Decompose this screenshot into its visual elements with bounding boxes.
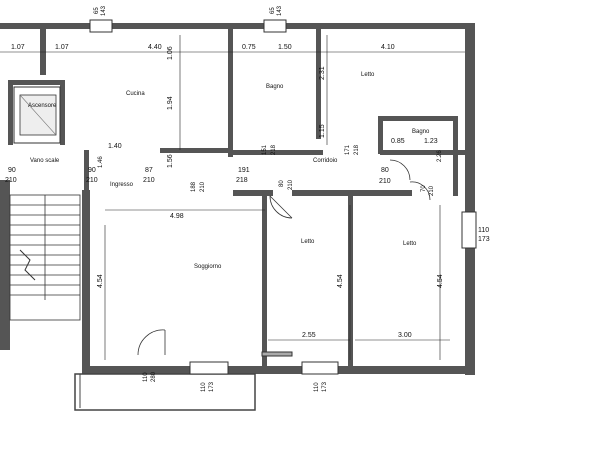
dim-label: 173 [209, 381, 215, 392]
dim-label: 218 [236, 177, 248, 184]
walls [0, 23, 475, 375]
dim-label: 2.31 [319, 66, 326, 80]
room-label-vano-scale: Vano scale [30, 158, 60, 164]
windows [89, 19, 477, 375]
dim-label: 191 [238, 167, 250, 174]
dim-label: 0.85 [391, 138, 405, 145]
room-label-letto: Letto [361, 72, 375, 78]
room-label-soggiorno: Soggiorno [194, 264, 222, 270]
room-label-cucina: Cucina [126, 91, 145, 97]
room-label-letto-2: Letto [301, 239, 315, 245]
balcony [74, 373, 256, 411]
dim-label: 173 [478, 236, 490, 243]
dim-label: 70 [421, 185, 427, 192]
room-label-ascensore: Ascensore [28, 103, 57, 109]
dim-label: 65 [94, 7, 100, 14]
dim-label: 218 [354, 144, 360, 155]
dim-label: 110 [201, 382, 207, 392]
staircase [9, 194, 81, 321]
elevator-shaft [13, 86, 61, 144]
dim-label: 210 [5, 177, 17, 184]
dim-label: 210 [200, 181, 206, 192]
dim-label: 90 [8, 167, 16, 174]
dim-label: 143 [277, 5, 283, 16]
dim-label: 1.07 [11, 44, 25, 51]
dim-label: 280 [151, 371, 157, 382]
dim-label: 87 [145, 167, 153, 174]
dim-label: 210 [379, 178, 391, 185]
dim-label: 3.00 [398, 332, 412, 339]
dim-label: 110 [314, 382, 320, 392]
dim-label: 0.75 [242, 44, 256, 51]
dim-label: 210 [86, 177, 98, 184]
dimension-lines [0, 35, 465, 360]
room-label-ingresso: Ingresso [110, 182, 134, 188]
dim-label: 90 [88, 167, 96, 174]
room-label-bagno-2: Bagno [412, 129, 430, 135]
dim-label: 188 [191, 181, 197, 192]
dim-label: 143 [101, 5, 107, 16]
dim-label: 80 [279, 180, 285, 187]
dim-label: 1.94 [167, 96, 174, 110]
dim-label: 171 [345, 144, 351, 155]
dim-label: 1.56 [167, 154, 174, 168]
doors [137, 159, 431, 356]
dim-label: 1.07 [55, 44, 69, 51]
dim-label: 151 [262, 144, 268, 155]
dim-label: 4.54 [97, 274, 104, 288]
dim-label: 1.23 [424, 138, 438, 145]
room-label-letto-3: Letto [403, 241, 417, 247]
dim-label: 1.06 [167, 46, 174, 60]
dim-label: 1.50 [278, 44, 292, 51]
dim-label: 210 [143, 177, 155, 184]
dim-label: 210 [429, 185, 435, 196]
dimension-labels: 1.07 1.07 4.40 0.75 1.50 4.10 1.06 1.94 … [5, 5, 490, 392]
dim-label: 4.10 [381, 44, 395, 51]
dim-label: 4.54 [337, 274, 344, 288]
dim-label: 1.40 [108, 143, 122, 150]
dim-label: 2.55 [302, 332, 316, 339]
dim-label: 110 [478, 227, 489, 234]
dim-label: 218 [271, 144, 277, 155]
dim-label: 4.40 [148, 44, 162, 51]
room-label-corridoio: Corridoio [313, 158, 338, 164]
room-label-bagno: Bagno [266, 84, 284, 90]
dim-label: 1.46 [98, 156, 104, 168]
dim-label: 210 [288, 179, 294, 190]
dim-label: 4.98 [170, 213, 184, 220]
dim-label: 2.26 [437, 150, 443, 162]
dim-label: 80 [381, 167, 389, 174]
dim-label: 65 [270, 7, 276, 14]
dim-label: 110 [143, 372, 149, 382]
dim-label: 1.15 [319, 124, 326, 138]
dim-label: 4.54 [437, 274, 444, 288]
dim-label: 173 [322, 381, 328, 392]
